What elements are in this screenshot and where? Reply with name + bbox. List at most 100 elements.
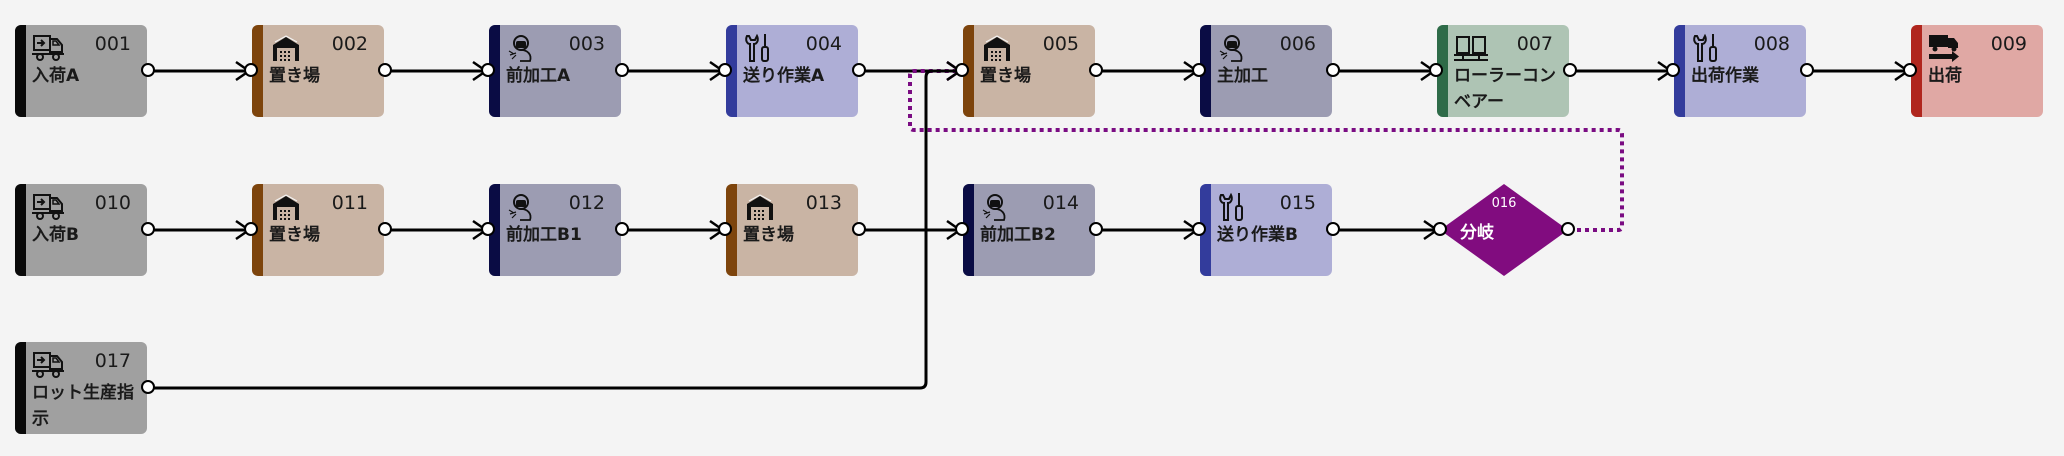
diamond-shape	[1440, 184, 1568, 276]
warehouse-icon	[980, 33, 1014, 63]
process-node-001[interactable]: 001 入荷A	[15, 25, 155, 117]
process-node-012[interactable]: 012 前加工B1	[481, 184, 629, 276]
decision-node-016[interactable]: 016 分岐	[1433, 184, 1575, 276]
welder-icon	[506, 33, 540, 63]
node-label: 置き場	[269, 225, 320, 245]
node-label: 入荷A	[32, 66, 80, 86]
welder-icon	[506, 192, 540, 222]
conveyor-icon	[1454, 33, 1488, 63]
node-number: 007	[1516, 33, 1553, 55]
node-label: 入荷B	[32, 225, 79, 245]
truck-inbound-icon	[32, 33, 66, 63]
node-number: 015	[1279, 192, 1316, 214]
welder-icon	[1217, 33, 1251, 63]
node-label: 置き場	[743, 225, 794, 245]
node-label: 送り作業B	[1217, 225, 1298, 245]
truck-outbound-icon	[1928, 33, 1962, 63]
process-node-014[interactable]: 014 前加工B2	[955, 184, 1103, 276]
input-port[interactable]	[1903, 63, 1917, 77]
output-port[interactable]	[1800, 63, 1814, 77]
truck-inbound-icon	[32, 350, 66, 380]
output-port[interactable]	[141, 63, 155, 77]
output-port[interactable]	[852, 222, 866, 236]
input-port[interactable]	[1192, 222, 1206, 236]
process-node-011[interactable]: 011 置き場	[244, 184, 392, 276]
node-number: 002	[331, 33, 368, 55]
input-port[interactable]	[481, 222, 495, 236]
node-number: 013	[805, 192, 842, 214]
input-port[interactable]	[1433, 222, 1447, 236]
node-number: 017	[94, 350, 131, 372]
node-number: 014	[1042, 192, 1079, 214]
output-port[interactable]	[1326, 63, 1340, 77]
output-port[interactable]	[615, 222, 629, 236]
input-port[interactable]	[1192, 63, 1206, 77]
node-label: 置き場	[980, 66, 1031, 86]
output-port[interactable]	[1089, 63, 1103, 77]
node-label: 出荷	[1928, 66, 1962, 86]
process-node-010[interactable]: 010 入荷B	[15, 184, 155, 276]
process-node-013[interactable]: 013 置き場	[718, 184, 866, 276]
category-bar	[15, 184, 26, 276]
process-node-005[interactable]: 005 置き場	[955, 25, 1103, 117]
node-number: 001	[94, 33, 131, 55]
process-node-009[interactable]: 009 出荷	[1903, 25, 2043, 117]
node-number: 011	[331, 192, 368, 214]
input-port[interactable]	[1429, 63, 1443, 77]
output-port[interactable]	[378, 222, 392, 236]
input-port[interactable]	[244, 63, 258, 77]
process-node-003[interactable]: 003 前加工A	[481, 25, 629, 117]
input-port[interactable]	[718, 63, 732, 77]
edge-016-005[interactable]	[908, 69, 1624, 232]
node-number: 016	[1491, 196, 1517, 211]
input-port[interactable]	[718, 222, 732, 236]
output-port[interactable]	[141, 222, 155, 236]
node-number: 003	[568, 33, 605, 55]
node-label: 分岐	[1460, 223, 1494, 243]
output-port[interactable]	[141, 380, 155, 394]
node-label: 主加工	[1217, 66, 1268, 86]
output-port[interactable]	[1563, 63, 1577, 77]
node-label: 送り作業A	[743, 66, 825, 86]
node-number: 012	[568, 192, 605, 214]
node-number: 005	[1042, 33, 1079, 55]
process-node-004[interactable]: 004 送り作業A	[718, 25, 866, 117]
node-label: 前加工B2	[980, 225, 1056, 245]
node-label: ロット生産指示	[32, 383, 134, 429]
node-label: 前加工B1	[506, 225, 582, 245]
category-bar	[15, 25, 26, 117]
tools-icon	[1217, 192, 1251, 222]
output-port[interactable]	[1561, 222, 1575, 236]
category-bar	[15, 342, 26, 434]
node-label: 出荷作業	[1691, 66, 1759, 86]
node-number: 009	[1990, 33, 2027, 55]
node-number: 008	[1753, 33, 1790, 55]
welder-icon	[980, 192, 1014, 222]
output-port[interactable]	[615, 63, 629, 77]
process-node-006[interactable]: 006 主加工	[1192, 25, 1340, 117]
node-number: 006	[1279, 33, 1316, 55]
output-port[interactable]	[1089, 222, 1103, 236]
input-port[interactable]	[244, 222, 258, 236]
tools-icon	[1691, 33, 1725, 63]
node-number: 004	[805, 33, 842, 55]
node-label: 前加工A	[506, 66, 571, 86]
output-port[interactable]	[852, 63, 866, 77]
process-node-015[interactable]: 015 送り作業B	[1192, 184, 1340, 276]
node-number: 010	[94, 192, 131, 214]
input-port[interactable]	[955, 222, 969, 236]
process-node-017[interactable]: 017 ロット生産指示	[15, 342, 155, 434]
input-port[interactable]	[481, 63, 495, 77]
output-port[interactable]	[378, 63, 392, 77]
warehouse-icon	[269, 33, 303, 63]
edge-017-005[interactable]	[148, 69, 961, 390]
output-port[interactable]	[1326, 222, 1340, 236]
input-port[interactable]	[955, 63, 969, 77]
warehouse-icon	[743, 192, 777, 222]
input-port[interactable]	[1666, 63, 1680, 77]
process-node-008[interactable]: 008 出荷作業	[1666, 25, 1814, 117]
tools-icon	[743, 33, 777, 63]
